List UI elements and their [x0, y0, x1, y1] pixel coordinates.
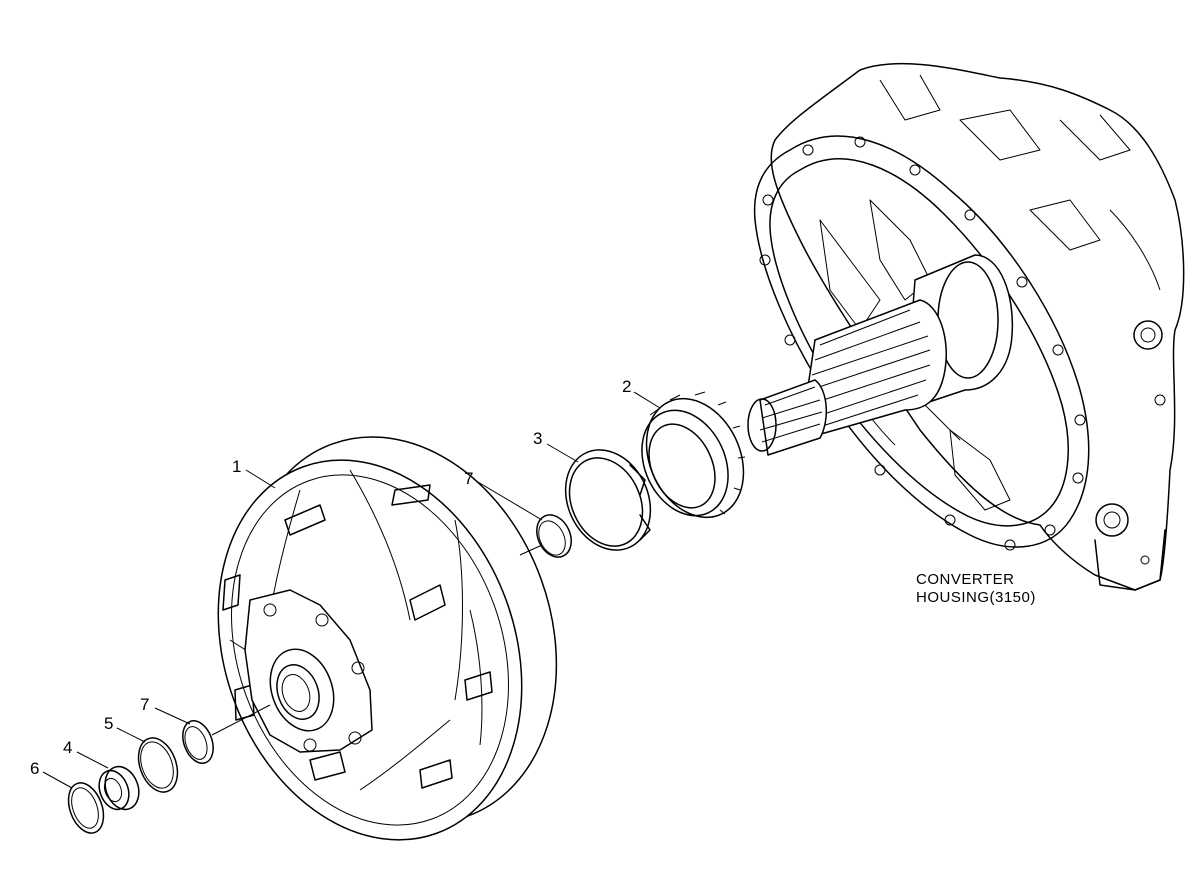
part-4-bushing [98, 765, 140, 811]
part-2-splined-ring [641, 391, 746, 519]
part-7-seal-ring-upper [536, 514, 572, 558]
part-7-seal-ring-lower [182, 720, 214, 764]
caption-line-2: HOUSING(3150) [916, 589, 1036, 606]
assembly-axis-lines [211, 544, 543, 736]
part-6-retaining-ring [67, 782, 105, 834]
callout-1: 1 [232, 457, 241, 476]
caption-line-1: CONVERTER [916, 571, 1014, 588]
callout-6: 6 [30, 759, 39, 778]
housing-caption: CONVERTER HOUSING(3150) [916, 571, 1036, 606]
part-3-snap-ring [564, 449, 652, 551]
callout-3: 3 [533, 429, 542, 448]
callout-7-lower: 7 [140, 695, 149, 714]
callout-5: 5 [104, 714, 113, 733]
part-1-torque-converter [217, 436, 558, 841]
callout-2: 2 [622, 377, 631, 396]
callout-7-upper: 7 [464, 469, 473, 488]
input-shaft [747, 254, 1014, 456]
callout-4: 4 [63, 738, 72, 757]
leader-lines [42, 391, 661, 789]
callouts: 1 2 3 7 7 5 4 6 [30, 377, 631, 778]
part-5-o-ring [137, 737, 179, 793]
